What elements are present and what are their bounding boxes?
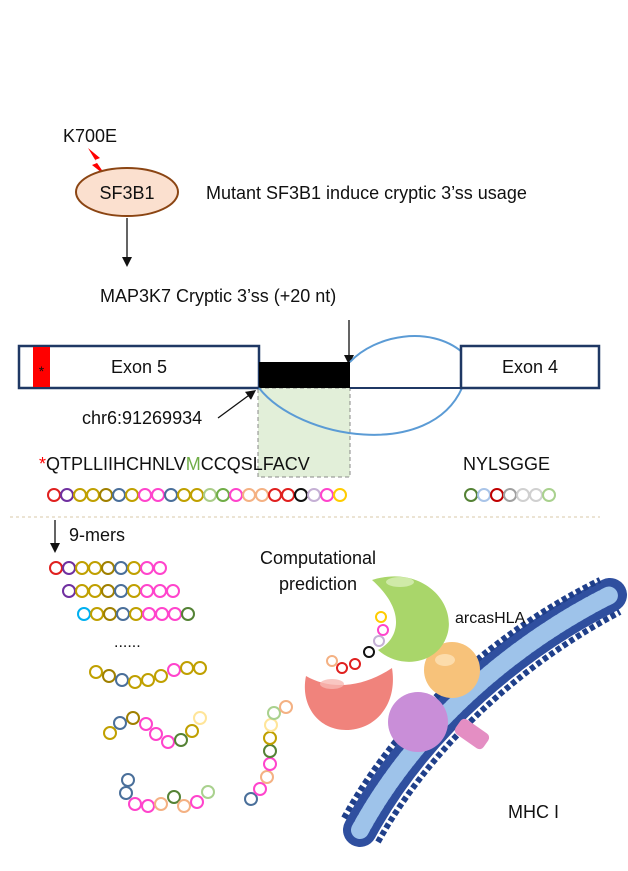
prediction-label-line1: Computational [260,548,376,568]
mhc-label: MHC I [508,802,559,822]
ninemer-row-4 [89,661,207,689]
sf3b1-node [75,167,179,217]
prediction-label-line2: prediction [279,574,357,594]
cryptic-site-label: MAP3K7 Cryptic 3’ss (+20 nt) [100,286,336,306]
peptide-sequence: *QTPLLIIHCHNLVMCCQSLFACV [39,454,310,474]
mhc-alpha3-domain [388,692,448,752]
ninemer-row-5 [103,711,207,749]
lightning-bolt-icon [88,148,106,176]
cell-membrane-icon [341,577,627,847]
exon-5-red-marker [33,347,50,387]
ninemer-row-6 [119,773,215,813]
tool-label: arcasHLA [455,610,526,627]
mhc-transmembrane-domain [454,718,490,750]
peptide-star: * [39,454,46,474]
statement-text: Mutant SF3B1 induce cryptic 3’ss usage [206,183,527,203]
peptide-part-3: CCQSLFACV [201,454,310,474]
splice-arc-upper [349,335,463,363]
coordinate-arrow [217,390,257,419]
peptide-right: NYLSGGE [463,454,550,474]
cryptic-extension-block [259,362,350,388]
sf3b1-label: SF3B1 [99,183,154,203]
alpha1-highlight [320,679,344,689]
ninemer-row-3 [77,607,195,621]
ninemer-chains [49,561,293,813]
exon-4-box [459,344,601,390]
exon-5-label: Exon 5 [111,357,167,377]
ninemers-label: 9-mers [69,525,125,545]
bound-peptide [326,611,389,674]
beta2m-highlight [435,654,455,666]
ninemer-row-1 [49,561,167,575]
alpha2-highlight [386,577,414,587]
ellipsis-text: ...... [114,634,141,651]
residue-bead-chain [47,488,556,502]
exon-4-label: Exon 4 [502,357,558,377]
exon-5-box [17,344,261,390]
mhc-alpha2-domain [372,576,449,662]
mhc-alpha1-domain [304,668,393,730]
peptide-part-1: QTPLLIIHCHNLV [46,454,186,474]
coordinate-label: chr6:91269934 [82,408,202,428]
splice-arc-lower [258,387,463,436]
stop-star-icon: * [39,363,45,379]
mutation-label: K700E [63,126,117,146]
peptide-methionine: M [186,454,201,474]
ninemer-row-2 [62,584,180,598]
loading-peptide-chain [244,700,293,806]
